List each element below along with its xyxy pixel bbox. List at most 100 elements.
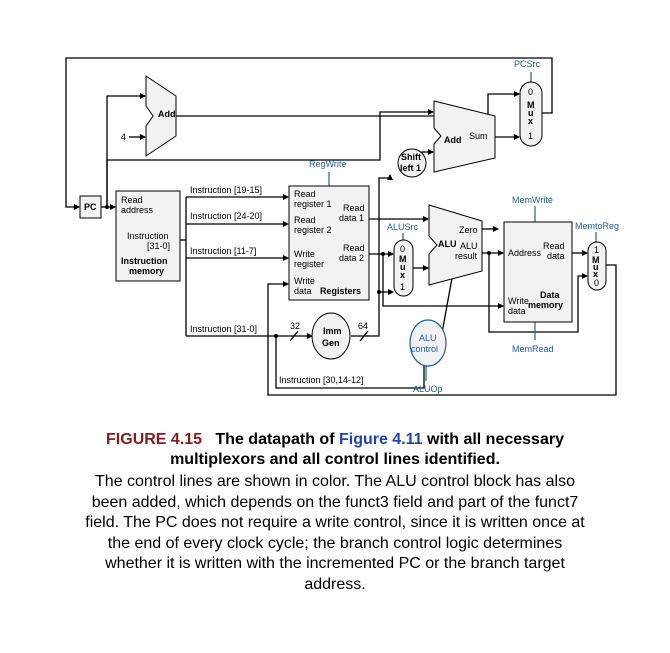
- junction-pc: [105, 205, 109, 209]
- add-branch: Add Sum: [433, 100, 496, 173]
- svg-text:Read: Read: [121, 195, 143, 205]
- label-memtoreg: MemtoReg: [575, 221, 619, 231]
- svg-text:Read: Read: [343, 243, 365, 253]
- data-memory: Address Read data Data memory Write data: [503, 221, 573, 323]
- datapath-diagram: PC Add 4 Add Sum 0 M u x 1 PCSrc Shift l…: [65, 57, 619, 396]
- svg-text:left 1: left 1: [400, 163, 421, 173]
- wire-rd2-to-dm: [382, 254, 504, 309]
- svg-text:ALU: ALU: [419, 333, 437, 343]
- svg-text:Imm: Imm: [323, 326, 342, 336]
- svg-text:address: address: [121, 205, 154, 215]
- svg-text:M: M: [592, 255, 600, 265]
- svg-text:PC: PC: [84, 202, 97, 212]
- svg-text:u: u: [528, 108, 534, 118]
- label-memread: MemRead: [512, 344, 554, 354]
- svg-text:ALU: ALU: [460, 241, 478, 251]
- add-pc-plus-4: Add: [145, 75, 177, 157]
- svg-text:memory: memory: [528, 300, 563, 310]
- svg-text:x: x: [593, 269, 598, 279]
- alu-control: ALU control: [409, 319, 447, 367]
- svg-text:Shift: Shift: [401, 152, 421, 162]
- svg-text:ALU: ALU: [438, 239, 457, 249]
- label-aluop: ALUOp: [413, 384, 443, 394]
- svg-text:Write: Write: [294, 249, 315, 259]
- caption-title: FIGURE 4.15 The datapath of Figure 4.11 …: [78, 430, 592, 470]
- svg-text:x: x: [528, 116, 533, 126]
- label-memwrite: MemWrite: [512, 195, 553, 205]
- label-pcsrc: PCSrc: [514, 59, 541, 69]
- svg-text:Zero: Zero: [459, 225, 478, 235]
- svg-text:memory: memory: [129, 266, 164, 276]
- svg-text:register: register: [294, 259, 324, 269]
- svg-text:0: 0: [400, 244, 405, 254]
- wire-pc-to-add: [106, 93, 146, 207]
- svg-text:data: data: [547, 251, 565, 261]
- svg-text:Sum: Sum: [469, 131, 488, 141]
- svg-text:[31-0]: [31-0]: [147, 241, 170, 251]
- svg-text:control: control: [411, 344, 438, 354]
- register-file: Read register 1 Read register 2 Write re…: [288, 185, 370, 301]
- svg-text:Registers: Registers: [320, 286, 361, 296]
- junction-instr: [274, 334, 278, 338]
- svg-text:u: u: [593, 262, 599, 272]
- bus-slash-32: [289, 330, 299, 342]
- svg-text:register 2: register 2: [294, 225, 332, 235]
- svg-text:Instruction: Instruction: [127, 231, 169, 241]
- constant-four: 4: [121, 132, 126, 142]
- svg-text:x: x: [400, 270, 405, 280]
- svg-text:M: M: [527, 100, 535, 110]
- label-regwrite: RegWrite: [309, 159, 346, 169]
- svg-text:1: 1: [528, 131, 533, 141]
- figure-label: FIGURE 4.15: [106, 431, 203, 448]
- figure-reference-link[interactable]: Figure 4.11: [338, 431, 423, 448]
- svg-text:Read: Read: [294, 215, 316, 225]
- svg-text:register 1: register 1: [294, 199, 332, 209]
- label-instr-19-15: Instruction [19-15]: [190, 185, 262, 195]
- wire-pc-to-branch-add: [106, 109, 434, 207]
- svg-text:0: 0: [594, 278, 599, 288]
- figure-caption: FIGURE 4.15 The datapath of Figure 4.11 …: [78, 430, 592, 595]
- svg-text:Data: Data: [540, 290, 561, 300]
- svg-text:Instruction: Instruction: [121, 256, 168, 266]
- svg-text:data: data: [294, 286, 312, 296]
- wire-imm-to-shift: [378, 174, 393, 292]
- mux-memtoreg: 1 M u x 0: [587, 241, 607, 291]
- bus-slash-64: [359, 330, 369, 342]
- wire-add-out: [175, 91, 520, 117]
- label-instr-24-20: Instruction [24-20]: [190, 211, 262, 221]
- caption-title-after: with all necessary multiplexors and all …: [170, 431, 564, 468]
- junction-imm: [377, 290, 381, 294]
- mux-pcsrc: 0 M u x 1: [519, 81, 543, 147]
- svg-text:1: 1: [594, 245, 599, 255]
- caption-body: The control lines are shown in color. Th…: [85, 473, 585, 593]
- imm-gen: Imm Gen: [311, 312, 351, 360]
- wire-alu-bypass: [488, 253, 588, 333]
- junction-alu: [487, 251, 491, 255]
- pc-register: PC: [79, 195, 102, 219]
- svg-text:Read: Read: [294, 189, 316, 199]
- svg-text:Address: Address: [508, 248, 542, 258]
- caption-title-before: The datapath of: [215, 431, 339, 448]
- svg-text:data 2: data 2: [339, 253, 364, 263]
- svg-text:Write: Write: [508, 296, 529, 306]
- svg-text:Read: Read: [543, 241, 565, 251]
- svg-text:result: result: [455, 251, 478, 261]
- label-alusrc: ALUSrc: [387, 222, 419, 232]
- wire-pc-feedback: [65, 57, 553, 210]
- svg-text:0: 0: [528, 87, 533, 97]
- svg-text:1: 1: [400, 282, 405, 292]
- junction-rd2: [381, 252, 385, 256]
- label-instr-30-14-12: Instruction [30,14-12]: [279, 375, 364, 385]
- label-width-32: 32: [290, 321, 300, 331]
- label-width-64: 64: [358, 321, 368, 331]
- svg-text:Add: Add: [158, 109, 176, 119]
- label-instr-31-0: Instruction [31-0]: [190, 324, 257, 334]
- mux-alusrc: 0 M u x 1: [393, 239, 414, 297]
- svg-text:M: M: [399, 254, 407, 264]
- svg-text:Add: Add: [444, 135, 462, 145]
- svg-text:Gen: Gen: [322, 338, 340, 348]
- wire-instr-30-14-12: [275, 336, 427, 389]
- wire-imm-out: [351, 289, 394, 337]
- shift-left-1: Shift left 1: [397, 148, 427, 178]
- alu: Zero ALU ALU result: [428, 204, 483, 286]
